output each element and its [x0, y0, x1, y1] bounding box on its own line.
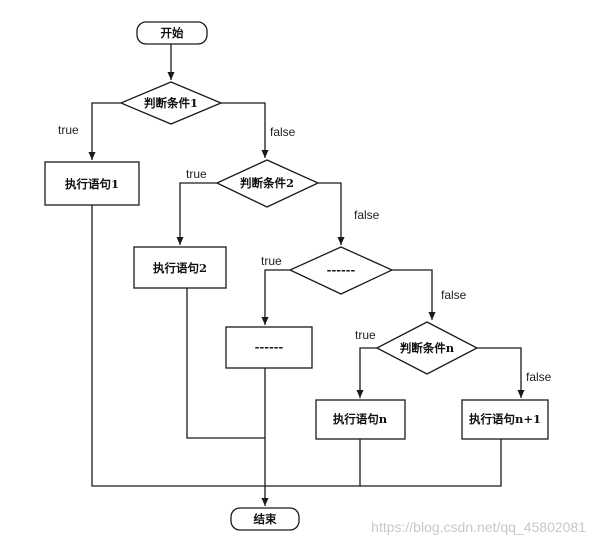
arrow-condn-true: [356, 347, 377, 398]
stmtn1-label: 执行语句n+1: [469, 412, 541, 426]
decision-cond2: 判断条件2: [215, 159, 320, 208]
process-stmt2: 执行语句2: [133, 246, 227, 289]
decision-cond1: 判断条件1: [119, 81, 223, 125]
process-stmtn: 执行语句n: [315, 399, 406, 440]
line-stmtn1-to-merge: [360, 439, 502, 487]
stmtn-label: 执行语句n: [333, 412, 388, 426]
stmt1-label: 执行语句1: [65, 177, 119, 191]
condn-false-label: false: [526, 370, 552, 384]
arrow-cond1-true: [88, 102, 121, 160]
cond-ellipsis-label: ------: [327, 263, 356, 277]
start-terminator: 开始: [136, 21, 208, 45]
condn-true-label: true: [355, 328, 376, 342]
cond2-label: 判断条件2: [240, 176, 294, 190]
cond1-label: 判断条件1: [144, 96, 198, 110]
stmt2-label: 执行语句2: [153, 261, 207, 275]
line-stmt1-to-merge: [91, 205, 265, 487]
arrow-cond2-false: [318, 182, 345, 245]
arrow-ellipsis-false: [392, 269, 436, 320]
ellipsis-false-label: false: [441, 288, 467, 302]
cond2-true-label: true: [186, 167, 207, 181]
end-terminator: 结束: [230, 507, 300, 531]
arrow-cond1-false: [221, 102, 269, 158]
decision-condn: 判断条件n: [375, 321, 479, 375]
process-stmt-ellipsis: ------: [225, 326, 313, 369]
line-stmt2-to-merge: [186, 288, 265, 439]
arrow-cond2-true: [176, 182, 217, 245]
condn-label: 判断条件n: [400, 341, 455, 355]
arrow-condn-false: [477, 347, 525, 398]
ellipsis-true-label: true: [261, 254, 282, 268]
start-label: 开始: [161, 26, 184, 40]
watermark: https://blog.csdn.net/qq_45802081: [371, 519, 586, 535]
edge-labels: true false true false true false true fa…: [58, 123, 552, 384]
process-stmtn1: 执行语句n+1: [461, 399, 549, 440]
stmt-ellipsis-label: ------: [255, 340, 284, 354]
cond2-false-label: false: [354, 208, 380, 222]
connector-lines: [88, 44, 525, 506]
cond1-false-label: false: [270, 125, 296, 139]
cond1-true-label: true: [58, 123, 79, 137]
arrow-ellipsis-true: [261, 269, 290, 325]
end-label: 结束: [253, 512, 277, 526]
process-stmt1: 执行语句1: [44, 161, 140, 206]
decision-ellipsis: ------: [288, 246, 394, 295]
line-stmtn-to-merge: [265, 439, 361, 487]
